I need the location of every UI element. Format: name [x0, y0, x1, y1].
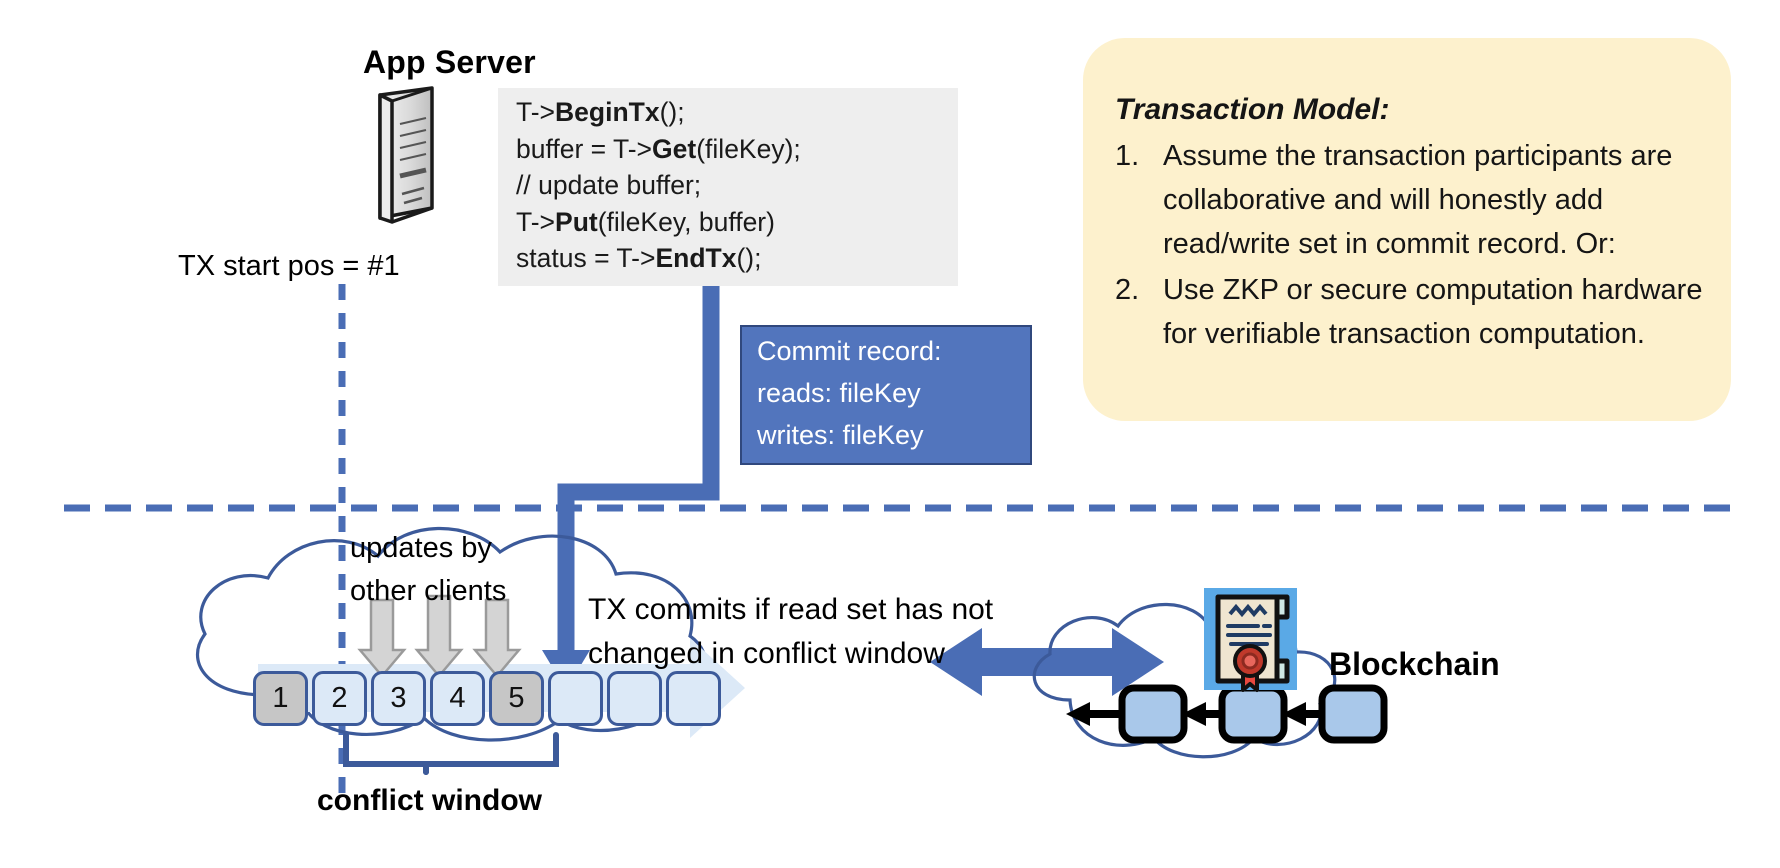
list-number: 2. [1115, 274, 1140, 306]
sync-double-arrow [930, 628, 1164, 696]
commit-record-line: reads: fileKey [757, 378, 921, 408]
blockchain-label: Blockchain [1329, 646, 1500, 682]
page-title: App Server [363, 44, 536, 80]
list-text: Assume the transaction participants are … [1163, 140, 1673, 260]
code-block-text: T->BeginTx(); buffer = T->Get(fileKey); //… [516, 94, 966, 277]
update-arrow [414, 594, 464, 678]
blockchain-block [1218, 684, 1288, 744]
ledger-block[interactable]: 3 [371, 671, 426, 726]
transaction-model-list: 1. Assume the transaction participants ar… [1115, 134, 1715, 356]
updates-label-line: other clients [350, 575, 507, 607]
ledger-block[interactable] [666, 671, 721, 726]
server-icon [378, 86, 434, 224]
update-arrows [357, 594, 522, 678]
code-line: buffer = T->Get(fileKey); [516, 133, 801, 164]
blockchain-block [1118, 684, 1188, 744]
transaction-model-callout [1083, 38, 1731, 421]
commit-record-text: Commit record: reads: fileKey writes: file… [757, 330, 1037, 456]
commit-record-line: Commit record: [757, 336, 942, 366]
transaction-model-title: Transaction Model: [1115, 93, 1390, 126]
certificate-icon [1204, 588, 1297, 692]
transaction-model-content: Transaction Model: 1. Assume the transact… [1115, 88, 1715, 356]
ledger-block[interactable] [548, 671, 603, 726]
tx-commits-label: TX commits if read set has not changed in… [588, 588, 993, 676]
transaction-model-item: 2. Use ZKP or secure computation hardware… [1115, 268, 1715, 356]
update-arrow [357, 598, 407, 678]
code-line: // update buffer; [516, 170, 702, 200]
code-line: T->Put(fileKey, buffer) [516, 206, 775, 237]
tx-commits-line: changed in conflict window [588, 637, 945, 670]
list-text: Use ZKP or secure computation hardware f… [1163, 274, 1703, 350]
tx-start-pos-label: TX start pos = #1 [178, 250, 400, 282]
updates-by-other-clients-label: updates by other clients [350, 527, 506, 613]
transaction-model-item: 1. Assume the transaction participants ar… [1115, 134, 1715, 266]
ledger-block[interactable]: 5 [489, 671, 544, 726]
update-arrow [472, 598, 522, 678]
updates-label-line: updates by [350, 532, 492, 564]
conflict-window-label: conflict window [317, 784, 542, 817]
ledger-block[interactable]: 2 [312, 671, 367, 726]
ledger-block[interactable]: 4 [430, 671, 485, 726]
ledger-block[interactable] [607, 671, 662, 726]
commit-record-line: writes: fileKey [757, 420, 924, 450]
list-number: 1. [1115, 140, 1140, 172]
ledger-block[interactable]: 1 [253, 671, 308, 726]
commit-record-box [740, 325, 1032, 465]
code-line: status = T->EndTx(); [516, 243, 762, 273]
code-line: T->BeginTx(); [516, 97, 685, 127]
tx-commits-line: TX commits if read set has not [588, 593, 994, 626]
blockchain-blocks [1066, 684, 1388, 744]
blockchain-block [1318, 684, 1388, 744]
conflict-window-brace [343, 732, 559, 775]
code-block-panel [498, 88, 958, 286]
